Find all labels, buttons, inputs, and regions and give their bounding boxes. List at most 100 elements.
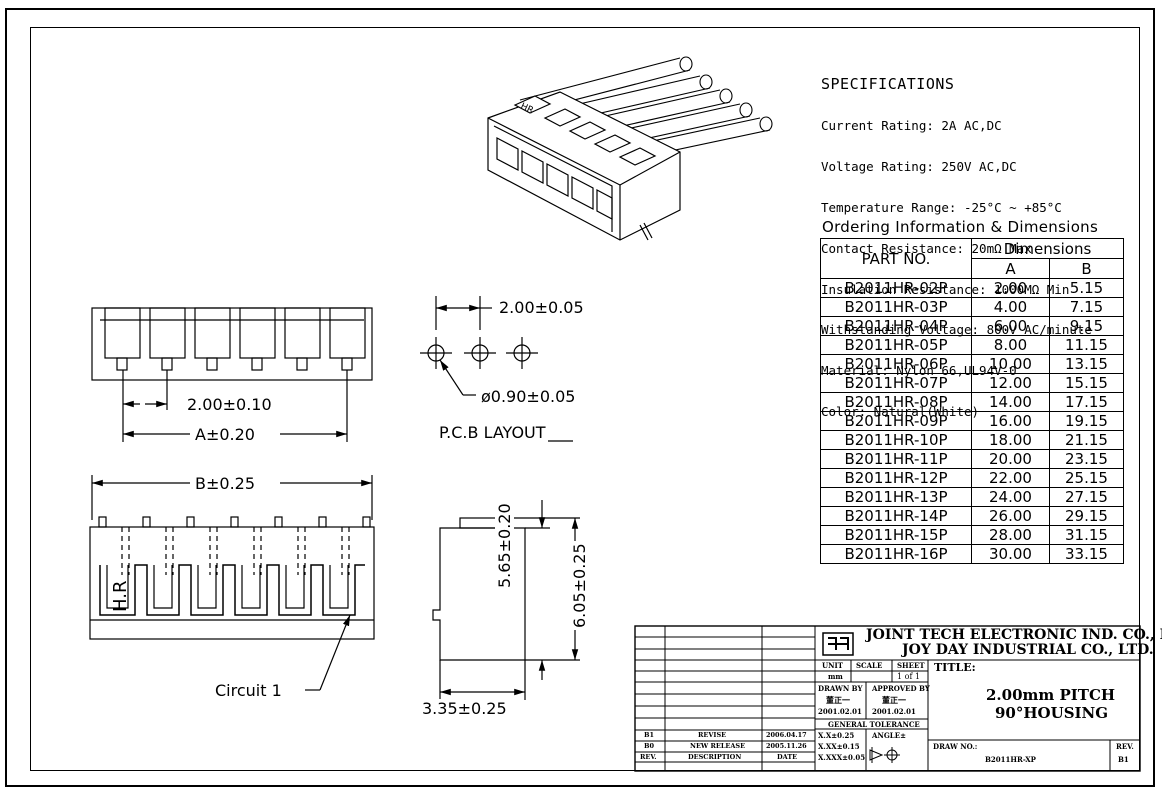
title-line-1: 2.00mm PITCH <box>986 686 1116 704</box>
dim-top-pitch: 2.00±0.10 <box>185 395 274 414</box>
part-no-cell: B2011HR-10P <box>820 430 972 450</box>
revision-desc: NEW RELEASE <box>690 742 746 750</box>
revision-desc: REVISE <box>698 731 727 739</box>
dim-a-cell: 2.00 <box>971 278 1050 298</box>
front-view: H.R <box>89 475 375 691</box>
part-no-cell: B2011HR-15P <box>820 525 972 545</box>
revision-header-desc: DESCRIPTION <box>688 753 742 761</box>
title-label: TITLE: <box>934 661 976 674</box>
dim-a-cell: 16.00 <box>971 411 1050 431</box>
part-no-cell: B2011HR-08P <box>820 392 972 412</box>
unit-value: mm <box>828 672 843 681</box>
specifications-heading: SPECIFICATIONS <box>821 75 955 94</box>
dim-b-cell: 15.15 <box>1049 373 1124 393</box>
part-no-cell: B2011HR-13P <box>820 487 972 507</box>
revision-rev: B1 <box>644 731 655 739</box>
tolerance-3: X.XXX±0.05 <box>818 753 866 762</box>
sheet-label: SHEET <box>897 661 925 670</box>
draw-no-label: DRAW NO.: <box>933 742 978 751</box>
company-name-2: JOY DAY INDUSTRIAL CO., LTD. <box>902 642 1154 658</box>
rev-label: REV. <box>1116 742 1134 751</box>
part-no-cell: B2011HR-11P <box>820 449 972 469</box>
dim-a-cell: 4.00 <box>971 297 1050 317</box>
dim-b-cell: 5.15 <box>1049 278 1124 298</box>
pcb-layout-label: P.C.B LAYOUT <box>437 423 548 442</box>
iso-mark: HR <box>519 102 535 117</box>
spec-line: Voltage Rating: 250V AC,DC <box>821 159 1017 175</box>
revision-header-rev: REV. <box>640 753 657 761</box>
rev-value: B1 <box>1118 755 1129 764</box>
dim-pcb-hole: ø0.90±0.05 <box>479 387 578 406</box>
dim-a-cell: 26.00 <box>971 506 1050 526</box>
approved-label: APPROVED BY <box>872 684 930 693</box>
part-no-cell: B2011HR-09P <box>820 411 972 431</box>
drawn-by-label: DRAWN BY <box>818 684 863 693</box>
dim-a-cell: 8.00 <box>971 335 1050 355</box>
col-b: B <box>1049 258 1124 279</box>
col-a: A <box>971 258 1050 279</box>
dim-a-cell: 20.00 <box>971 449 1050 469</box>
dim-a-cell: 12.00 <box>971 373 1050 393</box>
revision-date: 2005.11.26 <box>766 742 807 750</box>
dim-top-a: A±0.20 <box>193 425 257 444</box>
part-no-cell: B2011HR-07P <box>820 373 972 393</box>
dim-b-cell: 23.15 <box>1049 449 1124 469</box>
dim-b-cell: 9.15 <box>1049 316 1124 336</box>
approved-name: 董正一 <box>882 695 906 705</box>
dim-b-cell: 11.15 <box>1049 335 1124 355</box>
dim-a-cell: 10.00 <box>971 354 1050 374</box>
revision-header-date: DATE <box>777 753 798 761</box>
dim-side-h1: 5.65±0.20 <box>495 501 514 590</box>
title-block-grid <box>634 625 1141 772</box>
dim-b-cell: 31.15 <box>1049 525 1124 545</box>
circuit-label: Circuit 1 <box>213 681 284 700</box>
dim-b-cell: 21.15 <box>1049 430 1124 450</box>
part-no-cell: B2011HR-16P <box>820 544 972 564</box>
tolerance-label: GENERAL TOLERANCE <box>828 720 920 729</box>
part-no-cell: B2011HR-14P <box>820 506 972 526</box>
tolerance-1: X.X±0.25 <box>818 731 855 740</box>
isometric-view: HR <box>487 56 773 241</box>
dim-a-cell: 14.00 <box>971 392 1050 412</box>
dim-front-b: B±0.25 <box>193 474 258 493</box>
part-no-cell: B2011HR-06P <box>820 354 972 374</box>
top-view <box>91 307 373 442</box>
sheet-value: 1 of 1 <box>897 672 921 681</box>
dim-b-cell: 13.15 <box>1049 354 1124 374</box>
draw-no-value: B2011HR-XP <box>985 755 1036 764</box>
dim-a-cell: 30.00 <box>971 544 1050 564</box>
ordering-title: Ordering Information & Dimensions <box>822 218 1099 236</box>
drawn-by-name: 董正一 <box>826 695 850 705</box>
tolerance-2: X.XX±0.15 <box>818 742 860 751</box>
dim-b-cell: 33.15 <box>1049 544 1124 564</box>
part-no-cell: B2011HR-12P <box>820 468 972 488</box>
title-line-2: 90°HOUSING <box>995 704 1109 722</box>
company-name-1: JOINT TECH ELECTRONIC IND. CO., LTD. <box>866 627 1162 643</box>
dim-a-cell: 6.00 <box>971 316 1050 336</box>
part-no-cell: B2011HR-03P <box>820 297 972 317</box>
spec-line: Temperature Range: -25°C ~ +85°C <box>821 199 1062 215</box>
dim-b-cell: 19.15 <box>1049 411 1124 431</box>
dim-b-cell: 29.15 <box>1049 506 1124 526</box>
dim-side-h2: 6.05±0.25 <box>570 541 589 630</box>
part-no-cell: B2011HR-02P <box>820 278 972 298</box>
dim-a-cell: 22.00 <box>971 468 1050 488</box>
angle-label: ANGLE± <box>872 731 906 740</box>
dim-side-width: 3.35±0.25 <box>420 699 509 718</box>
spec-line: Current Rating: 2A AC,DC <box>821 118 1002 134</box>
